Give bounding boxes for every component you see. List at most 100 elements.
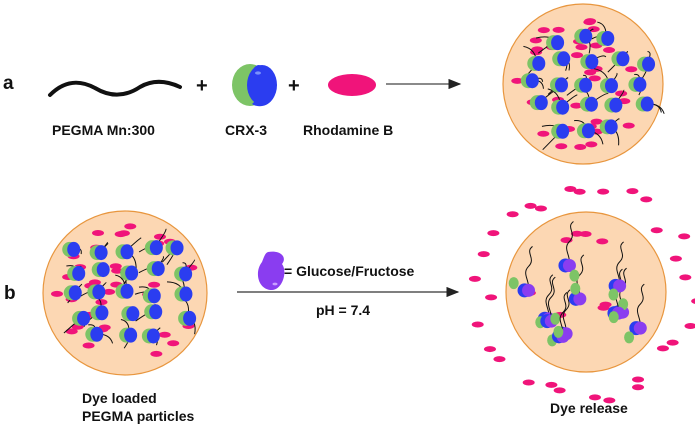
crx-bead-blue [642, 56, 656, 72]
released-dye [650, 227, 663, 234]
dye-molecule [167, 340, 180, 347]
crx-bead-blue [146, 328, 160, 344]
pegma-label: PEGMA Mn:300 [52, 122, 155, 138]
crx3-bead-icon [232, 64, 277, 107]
crx-green-fragment [553, 325, 564, 338]
pegma-chain-icon [48, 79, 182, 97]
crx-bead-blue [68, 285, 82, 301]
sugar-drop-icon [257, 251, 285, 290]
dye-molecule [529, 37, 542, 44]
crx-bead-blue [126, 306, 140, 322]
dye-molecule [537, 27, 550, 34]
dye-molecule [98, 324, 111, 331]
dye-release-particle [468, 185, 695, 404]
crx-bead-blue [170, 240, 184, 256]
crx-bead-blue [77, 310, 91, 326]
crx-bead-blue [125, 265, 139, 281]
polymer-chain [545, 274, 554, 320]
released-dye [553, 387, 566, 394]
dye-molecule [158, 331, 171, 338]
dye-molecule [590, 118, 603, 125]
released-dye [564, 185, 577, 192]
dye-molecule [575, 44, 588, 51]
crx-bead-blue [616, 51, 630, 67]
crx-green-fragment [624, 331, 635, 344]
polymer-chain [636, 283, 645, 329]
dye-molecule [570, 102, 583, 109]
polymer-chain [616, 241, 624, 287]
crx-bead-blue [579, 28, 593, 44]
released-dye [632, 384, 645, 391]
crx-bead-blue [151, 261, 165, 277]
dye-molecule [65, 328, 78, 335]
released-dye [588, 394, 601, 401]
crx-bead-blue [149, 240, 163, 256]
particle-body [505, 211, 667, 373]
released-dye [632, 376, 645, 383]
bound-sugar [573, 292, 587, 306]
crx-bead-blue [94, 245, 108, 261]
crx-bead-blue [147, 288, 161, 304]
dye-molecule [50, 290, 63, 297]
crx-bead-blue [640, 96, 654, 112]
released-dye [477, 251, 490, 258]
released-dye [573, 188, 586, 195]
released-dye [524, 202, 537, 209]
dye-molecule [150, 350, 163, 357]
crx-green-fragment [569, 269, 580, 282]
released-dye [471, 321, 484, 328]
crx-bead-blue [92, 284, 106, 300]
dye-loaded-particle-b [42, 210, 208, 376]
polymer-chain [547, 276, 556, 322]
crx-bead-blue [183, 310, 197, 326]
crx-bead-blue [633, 76, 647, 92]
crx-bead-blue [120, 283, 134, 299]
bound-sugar [522, 283, 536, 297]
bound-sugar [562, 258, 576, 272]
crx-bead-blue [604, 119, 618, 135]
polymer-chain [566, 221, 574, 266]
released-dye [669, 255, 682, 262]
crx-bead-blue [149, 304, 163, 320]
polymer-chain [525, 246, 533, 291]
dye-molecule [584, 18, 597, 25]
dye-molecule [622, 122, 635, 129]
crx-bead-blue [124, 327, 138, 343]
dye-molecule [117, 230, 130, 237]
dye-molecule [625, 66, 638, 73]
rhodamine-b-icon [328, 74, 376, 96]
crx-bead-blue [179, 286, 193, 302]
rhodamine-b-label: Rhodamine B [303, 122, 393, 138]
crx-green-fragment [508, 277, 519, 290]
released-dye [522, 379, 535, 386]
dye-molecule [552, 26, 565, 33]
crx-bead-blue [179, 266, 193, 282]
released-dye [487, 230, 500, 237]
crx-green-fragment [608, 311, 619, 324]
crx-bead-blue [581, 123, 595, 139]
crx-bead-blue [584, 96, 598, 112]
released-dye [626, 188, 639, 195]
arrow-bottom-text: pH = 7.4 [316, 302, 370, 318]
released-dye [485, 294, 498, 301]
released-dye [534, 205, 547, 212]
crx-green-fragment [570, 282, 581, 295]
right-caption: Dye release [550, 400, 628, 416]
dye-molecule [148, 281, 161, 288]
dye-molecule [615, 90, 628, 97]
panel-a-label: a [3, 73, 14, 94]
crx-bead-blue [555, 77, 569, 93]
dye-molecule [88, 279, 101, 286]
crx-bead-blue [67, 241, 81, 257]
dye-molecule [574, 144, 587, 151]
crx-bead-blue [95, 305, 109, 321]
dye-molecule [103, 288, 116, 295]
dye-molecule [596, 238, 609, 245]
dye-molecule [579, 230, 592, 237]
released-dye [483, 346, 496, 353]
released-dye [493, 356, 506, 363]
left-caption-line1: Dye loaded [82, 390, 157, 406]
crx-bead-blue [557, 51, 571, 67]
bound-sugar [633, 321, 647, 335]
